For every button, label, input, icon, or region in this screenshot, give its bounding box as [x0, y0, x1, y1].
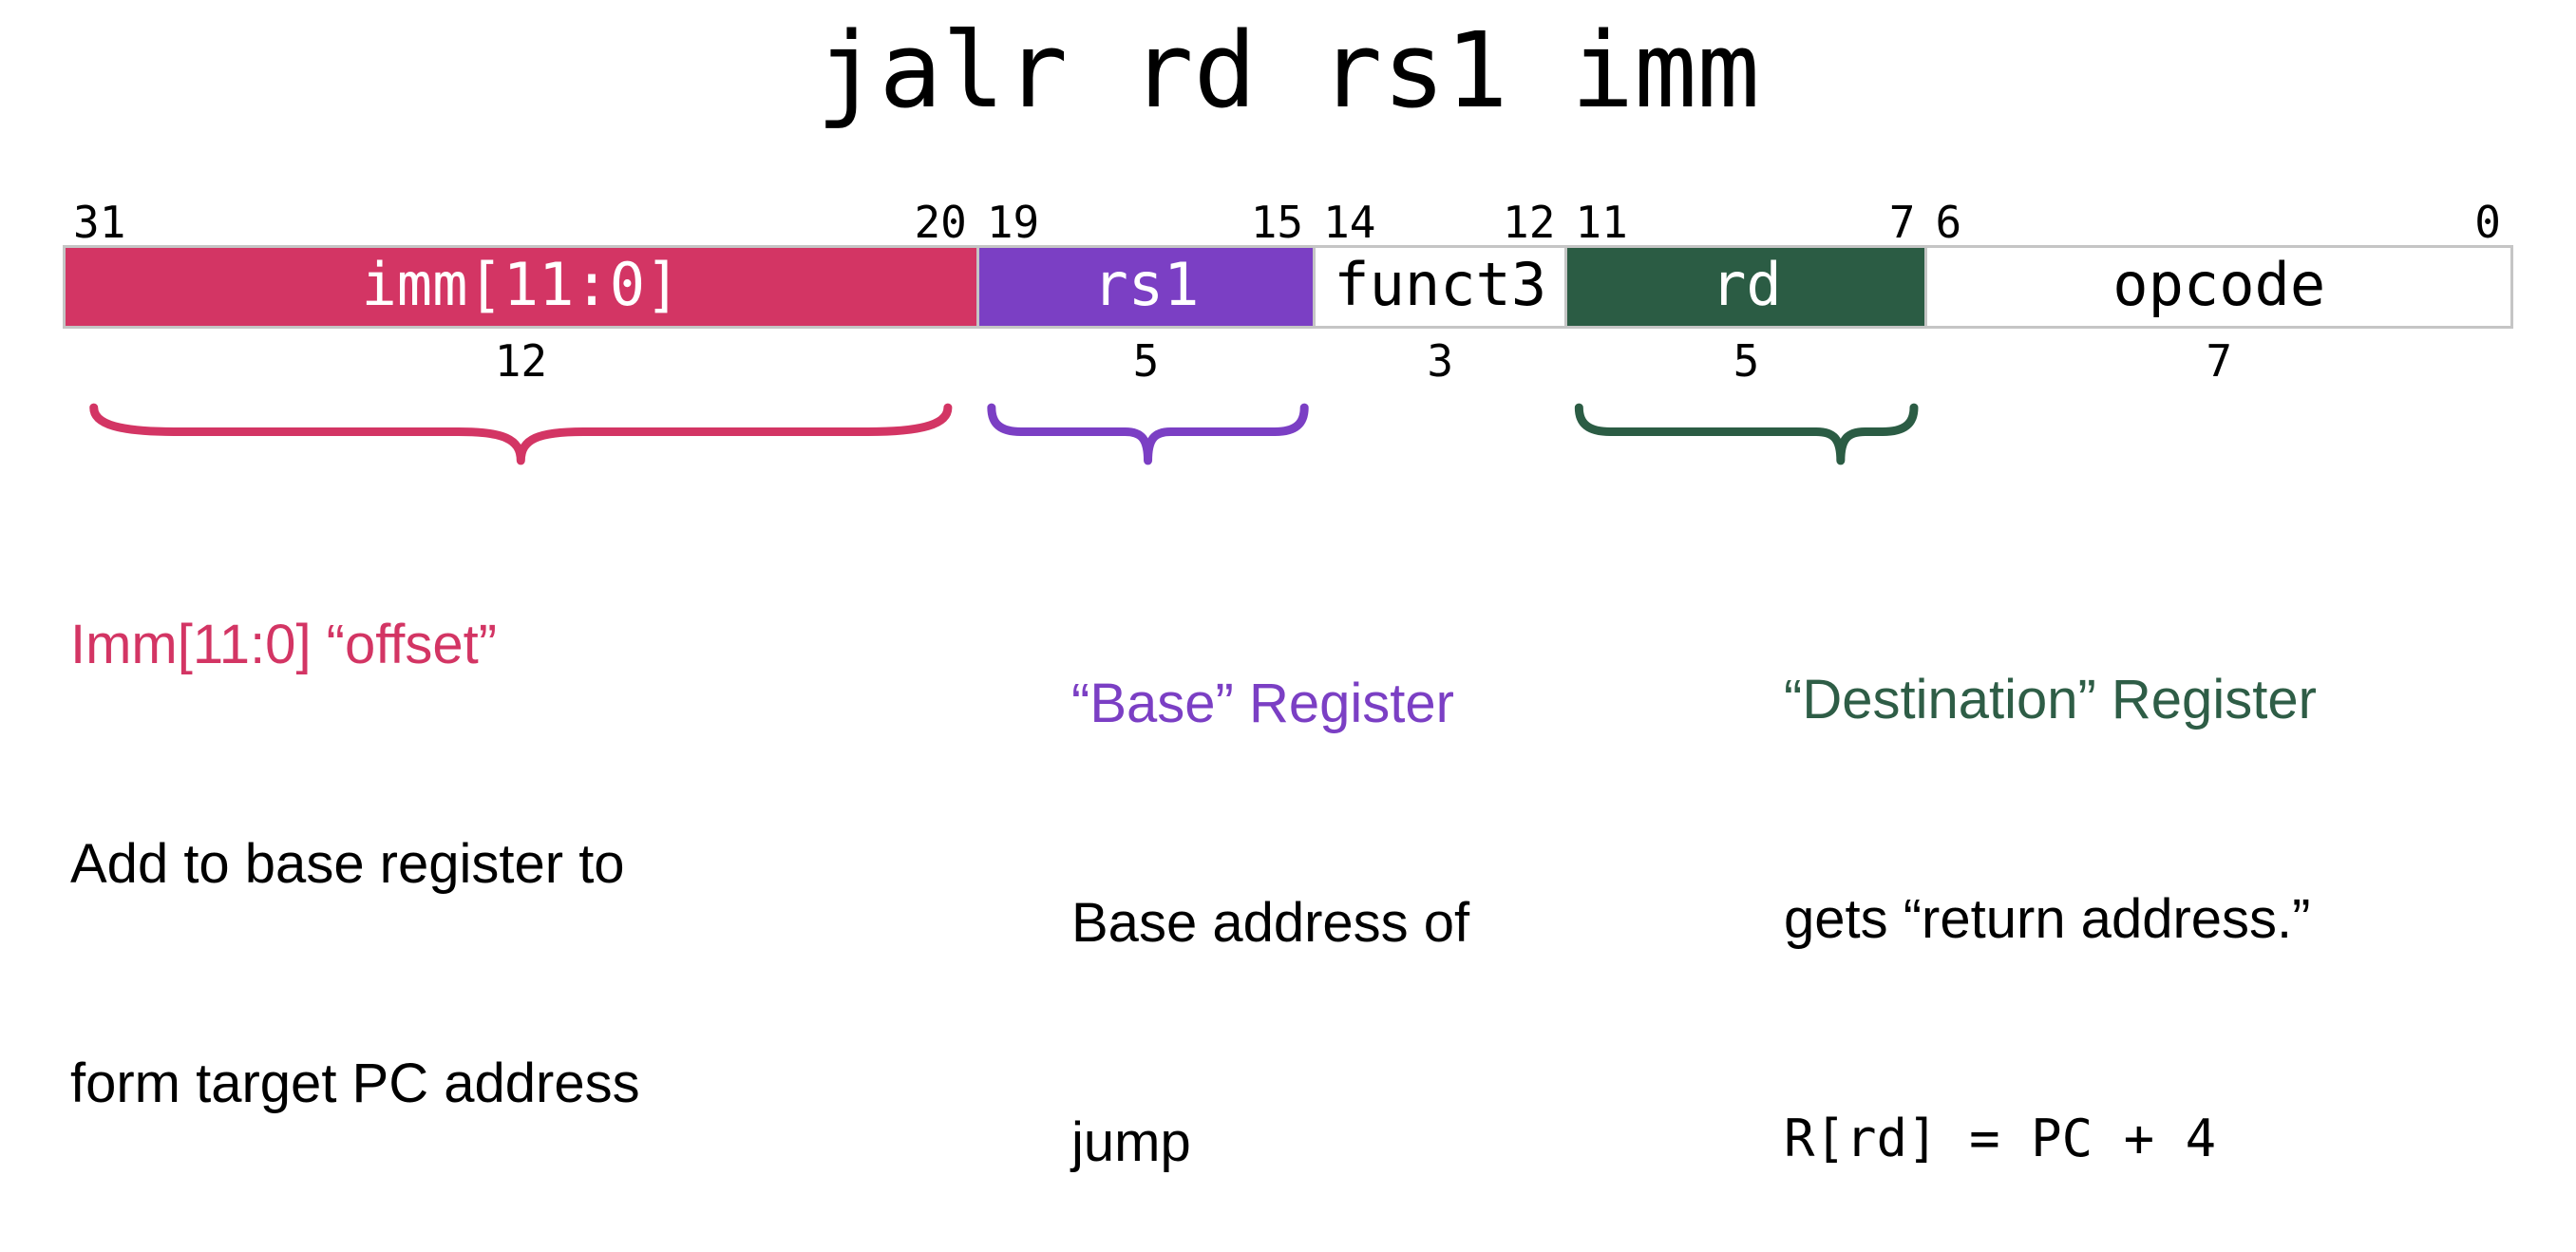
rd-brace-slot	[1566, 403, 1926, 465]
bit-index-19: 19	[986, 197, 1040, 248]
bit-index-7: 7	[1888, 197, 1916, 248]
annotation-rd: “Destination” Register gets “return addr…	[1784, 517, 2317, 1248]
rs1-underbrace-icon	[985, 403, 1311, 465]
field-label-rs1: rs1	[1092, 250, 1200, 319]
field-cell-funct3: 14 12 funct3 3	[1313, 200, 1568, 383]
annotation-rd-line1: gets “return address.”	[1784, 888, 2311, 950]
opcode-brace-slot	[1926, 403, 2513, 465]
bit-index-11: 11	[1575, 197, 1628, 248]
field-cell-rd: 11 7 rd 5	[1564, 200, 1928, 383]
rs1-brace-slot	[980, 403, 1316, 465]
instruction-title: jalr rd rs1 imm	[816, 9, 1760, 131]
field-width-opcode: 7	[2206, 335, 2233, 387]
bit-index-12: 12	[1503, 197, 1556, 248]
annotation-rd-heading: “Destination” Register	[1784, 669, 2317, 730]
field-label-funct3: funct3	[1334, 250, 1547, 319]
field-width-rs1: 5	[1132, 335, 1160, 387]
bit-index-31: 31	[73, 197, 126, 248]
brace-row	[63, 403, 2513, 465]
annotation-imm-line2: form target PC address	[70, 1053, 640, 1114]
field-label-imm: imm[11:0]	[361, 250, 681, 319]
funct3-brace-slot	[1316, 403, 1566, 465]
field-cell-imm: 31 20 imm[11:0] 12	[63, 200, 979, 383]
bit-index-0: 0	[2474, 197, 2501, 248]
rd-underbrace-icon	[1572, 403, 1921, 465]
annotation-rs1-line1: Base address of	[1071, 892, 1470, 954]
bitfield-diagram: 31 20 imm[11:0] 12 19 15 rs1 5 14 12 fun…	[63, 200, 2513, 465]
field-label-rd: rd	[1711, 250, 1782, 319]
field-label-opcode: opcode	[2112, 250, 2326, 319]
field-cell-opcode: 6 0 opcode 7	[1924, 200, 2513, 383]
annotation-rs1-heading: “Base” Register	[1071, 673, 1454, 734]
annotation-rd-code: R[rd] = PC + 4	[1784, 1109, 2217, 1168]
field-width-funct3: 3	[1427, 335, 1454, 387]
annotation-imm-line1: Add to base register to	[70, 833, 625, 895]
annotation-imm-heading: Imm[11:0] “offset”	[70, 614, 498, 675]
imm-brace-slot	[63, 403, 980, 465]
annotation-rs1-line2: jump	[1071, 1111, 1191, 1173]
annotation-rs1: “Base” Register Base address of jump	[1071, 521, 1469, 1252]
field-cell-rs1: 19 15 rs1 5	[975, 200, 1316, 383]
field-width-rd: 5	[1733, 335, 1760, 387]
bitfield-row: 31 20 imm[11:0] 12 19 15 rs1 5 14 12 fun…	[63, 200, 2513, 383]
bit-index-14: 14	[1323, 197, 1376, 248]
annotation-imm: Imm[11:0] “offset” Add to base register …	[70, 462, 640, 1193]
bit-index-20: 20	[914, 197, 967, 248]
bit-index-6: 6	[1935, 197, 1962, 248]
bit-index-15: 15	[1250, 197, 1304, 248]
field-width-imm: 12	[494, 335, 548, 387]
imm-underbrace-icon	[76, 403, 966, 465]
